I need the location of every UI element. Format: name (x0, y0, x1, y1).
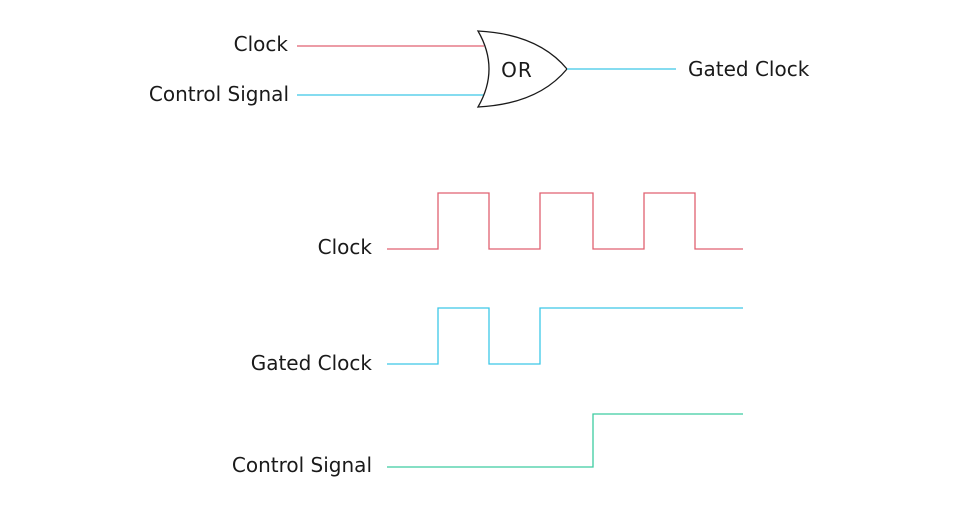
waveform-clock (387, 192, 743, 250)
waveform-label-clock: Clock (318, 235, 373, 259)
timing-diagram: Clock Gated Clock Control Signal (232, 192, 743, 477)
or-gate-circuit: Clock Control Signal OR Gated Clock (149, 30, 810, 108)
waveform-label-gated: Gated Clock (251, 351, 373, 375)
or-gate-symbol (476, 30, 568, 108)
circuit-clock-label: Clock (234, 32, 289, 56)
circuit-output-label: Gated Clock (688, 57, 810, 81)
gate-label: OR (501, 58, 533, 82)
waveform-gated (387, 307, 743, 365)
circuit-control-label: Control Signal (149, 82, 289, 106)
waveform-label-control: Control Signal (232, 453, 372, 477)
waveform-control (387, 413, 743, 468)
